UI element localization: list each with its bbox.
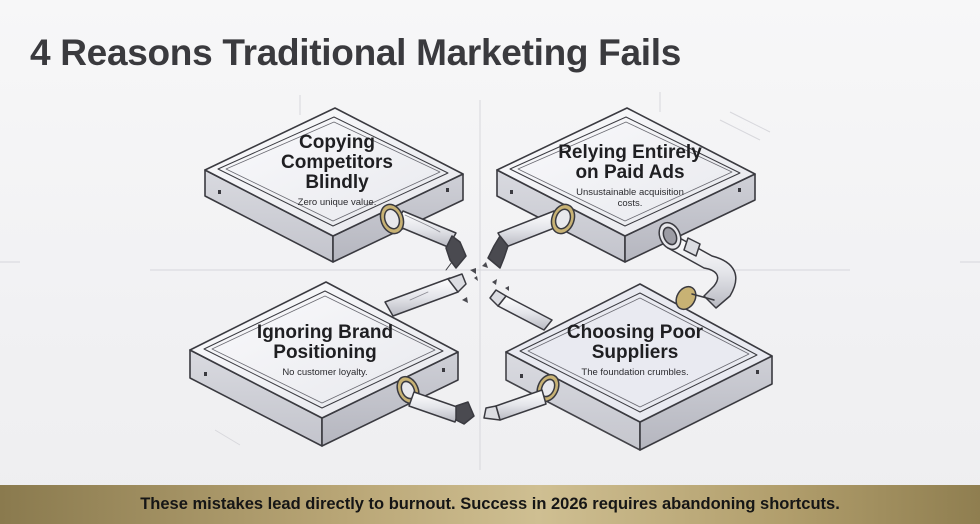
box-3-heading-line-1: Ignoring Brand (256, 322, 394, 343)
box-1-label: Copying Competitors Blindly Zero unique … (262, 132, 412, 209)
box-3-caption: No customer loyalty. (282, 367, 368, 378)
box-3-label: Ignoring Brand Positioning No customer l… (245, 322, 405, 379)
box-1-caption: Zero unique value. (297, 197, 377, 208)
pipes-diagram (0, 92, 980, 470)
footer-banner: These mistakes lead directly to burnout.… (0, 485, 980, 524)
debris (462, 262, 509, 303)
box-2-caption-line-2: costs. (617, 198, 643, 209)
box-3-heading-line-2: Positioning (273, 342, 377, 363)
box-1-heading-line-2: Competitors (281, 152, 393, 173)
page-title: 4 Reasons Traditional Marketing Fails (30, 32, 681, 73)
box-2-heading-line-1: Relying Entirely (558, 142, 702, 163)
box-2-label: Relying Entirely on Paid Ads Unsustainab… (545, 142, 715, 210)
box-2-heading-line-2: on Paid Ads (575, 162, 685, 183)
footer-text: These mistakes lead directly to burnout.… (140, 495, 840, 513)
pipes (379, 203, 737, 425)
box-4-heading-line-2: Suppliers (591, 342, 679, 363)
box-4-poor-suppliers (505, 283, 773, 451)
box-2-caption-line-1: Unsustainable acquisition (576, 187, 684, 198)
box-4-caption: The foundation crumbles. (581, 367, 689, 378)
box-3-ignoring-brand (189, 281, 459, 447)
box-1-heading-line-1: Copying (299, 132, 375, 153)
box-4-heading-line-1: Choosing Poor (566, 322, 704, 343)
box-1-heading-line-3: Blindly (305, 172, 369, 193)
box-4-label: Choosing Poor Suppliers The foundation c… (560, 322, 710, 379)
